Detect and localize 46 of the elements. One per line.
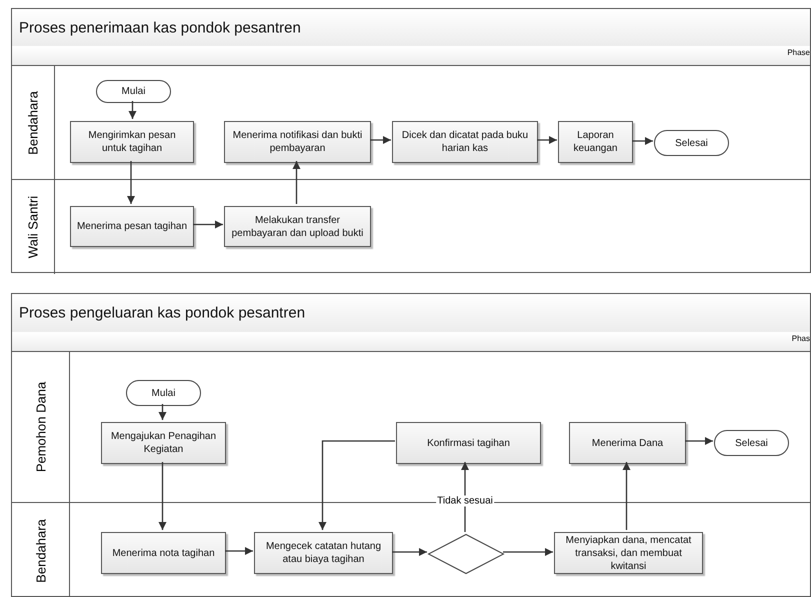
pool-title: Proses penerimaan kas pondok pesantren: [19, 19, 301, 36]
arrow: [292, 161, 300, 204]
process-box: Menerima pesan tagihan: [70, 206, 194, 247]
swimlane: [12, 502, 811, 597]
terminator: Mulai: [126, 380, 201, 406]
lane-label: Bendahara: [26, 90, 40, 154]
arrow: [622, 462, 630, 530]
arrow: [685, 437, 713, 445]
arrow: [128, 101, 136, 119]
process-box: Laporan keuangan: [558, 121, 633, 163]
arrow: [225, 547, 253, 555]
process-box: Menyiapkan dana, mencatat transaksi, dan membuat kwitansi: [554, 532, 703, 574]
arrow: [461, 462, 469, 532]
terminator: Selesai: [654, 130, 729, 156]
process-box: Mengajukan Penagihan Kegiatan: [101, 422, 226, 464]
decision-diamond: [428, 534, 504, 574]
arrow: [632, 137, 653, 145]
terminator: Mulai: [96, 80, 171, 103]
arrow: [537, 136, 557, 144]
arrow: [392, 548, 427, 556]
arrow: [158, 404, 166, 420]
process-box: Mengirimkan pesan untuk tagihan: [70, 121, 194, 163]
lane-label: Wali Santri: [26, 196, 40, 258]
process-box: Menerima notifikasi dan bukti pembayaran: [224, 121, 371, 163]
arrow: [318, 440, 395, 530]
process-box: Dicek dan dicatat pada buku harian kas: [392, 121, 538, 163]
edge-label: Tidak sesuai: [436, 496, 494, 506]
arrow: [193, 220, 223, 228]
swimlane-pool: [11, 293, 811, 597]
swimlane-pool: [11, 8, 811, 273]
process-box: Menerima nota tagihan: [101, 532, 226, 574]
arrow: [127, 161, 135, 204]
lane-label: Bendahara: [33, 518, 48, 582]
process-box: Menerima Dana: [569, 422, 686, 464]
swimlane: [12, 179, 811, 274]
process-box: Konfirmasi tagihan: [396, 422, 541, 464]
arrow: [503, 548, 553, 556]
phase-label: Phas: [792, 334, 810, 343]
process-box: Mengecek catatan hutang atau biaya tagihan: [254, 532, 393, 574]
terminator: Selesai: [714, 430, 789, 456]
lane-label: Pemohon Dana: [33, 382, 48, 472]
pool-title: Proses pengeluaran kas pondok pesantren: [19, 304, 306, 322]
arrow: [370, 136, 391, 144]
phase-label: Phase: [787, 48, 810, 57]
process-box: Melakukan transfer pembayaran dan upload bukti: [224, 206, 371, 247]
arrow: [158, 462, 166, 530]
